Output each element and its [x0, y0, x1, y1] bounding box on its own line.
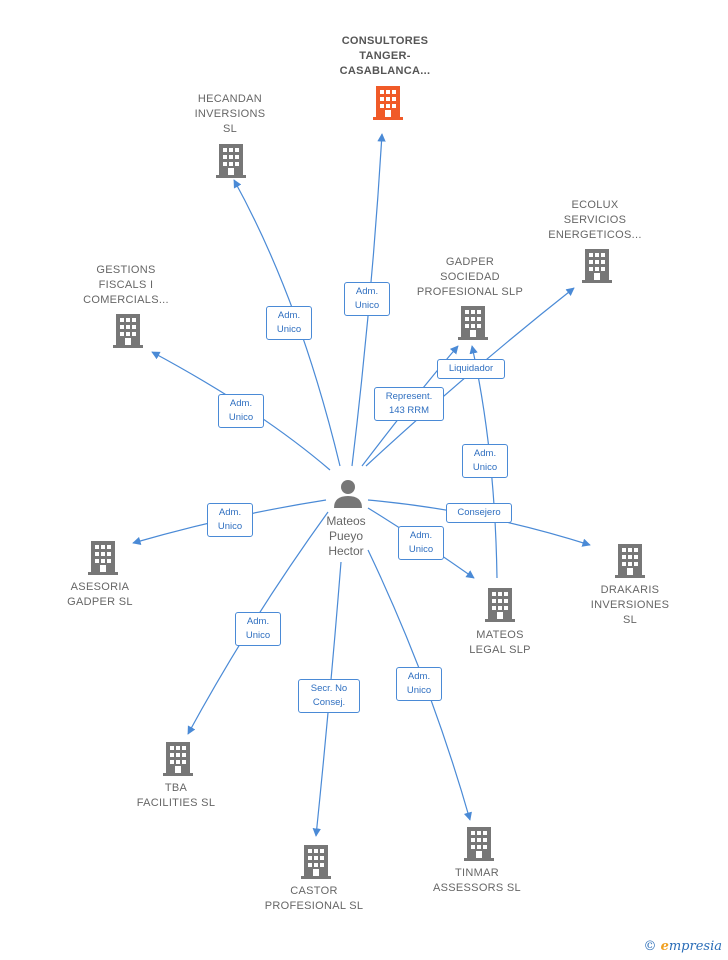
relation-label-gadper-represent: Represent. 143 RRM	[374, 387, 444, 421]
company-label-castor[interactable]: CASTOR PROFESIONAL SL	[264, 885, 364, 912]
company-label-hecandan[interactable]: HECANDAN INVERSIONS SL	[194, 93, 266, 135]
company-label-gadper-sp[interactable]: GADPER SOCIEDAD PROFESIONAL SLP	[416, 256, 524, 298]
building-icon-gestions[interactable]	[113, 314, 143, 348]
company-label-consultores[interactable]: CONSULTORES TANGER- CASABLANCA...	[339, 35, 431, 77]
person-icon[interactable]	[334, 480, 362, 508]
relation-label-tba: Adm. Unico	[235, 612, 281, 646]
relation-label-consultores: Adm. Unico	[344, 282, 390, 316]
building-icon-tinmar[interactable]	[464, 827, 494, 861]
building-icon-ecolux[interactable]	[582, 249, 612, 283]
relation-label-asesoria: Adm. Unico	[207, 503, 253, 537]
company-label-tinmar[interactable]: TINMAR ASSESSORS SL	[433, 867, 521, 894]
building-icon-asesoria[interactable]	[88, 541, 118, 575]
relation-label-castor: Secr. No Consej.	[298, 679, 360, 713]
building-icon-gadper-sp[interactable]	[458, 306, 488, 340]
brand-initial: e	[660, 939, 669, 954]
building-icon-consultores[interactable]	[373, 86, 403, 120]
company-label-tba[interactable]: TBA FACILITIES SL	[136, 782, 216, 809]
relation-label-tinmar: Adm. Unico	[396, 667, 442, 701]
company-label-asesoria[interactable]: ASESORIA GADPER SL	[67, 581, 133, 608]
relation-label-mateoslegal-gadper: Adm. Unico	[462, 444, 508, 478]
company-label-ecolux[interactable]: ECOLUX SERVICIOS ENERGETICOS...	[548, 199, 642, 241]
person-name[interactable]: Mateos Pueyo Hector	[326, 514, 366, 558]
relation-label-hecandan: Adm. Unico	[266, 306, 312, 340]
building-icon-tba[interactable]	[163, 742, 193, 776]
building-icon-drakaris[interactable]	[615, 544, 645, 578]
brand-name: mpresia	[668, 939, 722, 954]
company-label-drakaris[interactable]: DRAKARIS INVERSIONES SL	[590, 584, 670, 626]
company-label-mateos-legal[interactable]: MATEOS LEGAL SLP	[469, 629, 531, 656]
relation-label-drakaris: Consejero	[446, 503, 512, 523]
relation-label-gestions: Adm. Unico	[218, 394, 264, 428]
company-label-gestions[interactable]: GESTIONS FISCALS I COMERCIALS...	[83, 264, 169, 306]
building-icon-hecandan[interactable]	[216, 144, 246, 178]
relation-label-mateoslegal: Adm. Unico	[398, 526, 444, 560]
building-icon-castor[interactable]	[301, 845, 331, 879]
brand-logo: © empresia	[643, 939, 722, 954]
copyright-icon: ©	[643, 939, 657, 954]
building-icon-mateos-legal[interactable]	[485, 588, 515, 622]
relation-label-ecolux: Liquidador	[437, 359, 505, 379]
